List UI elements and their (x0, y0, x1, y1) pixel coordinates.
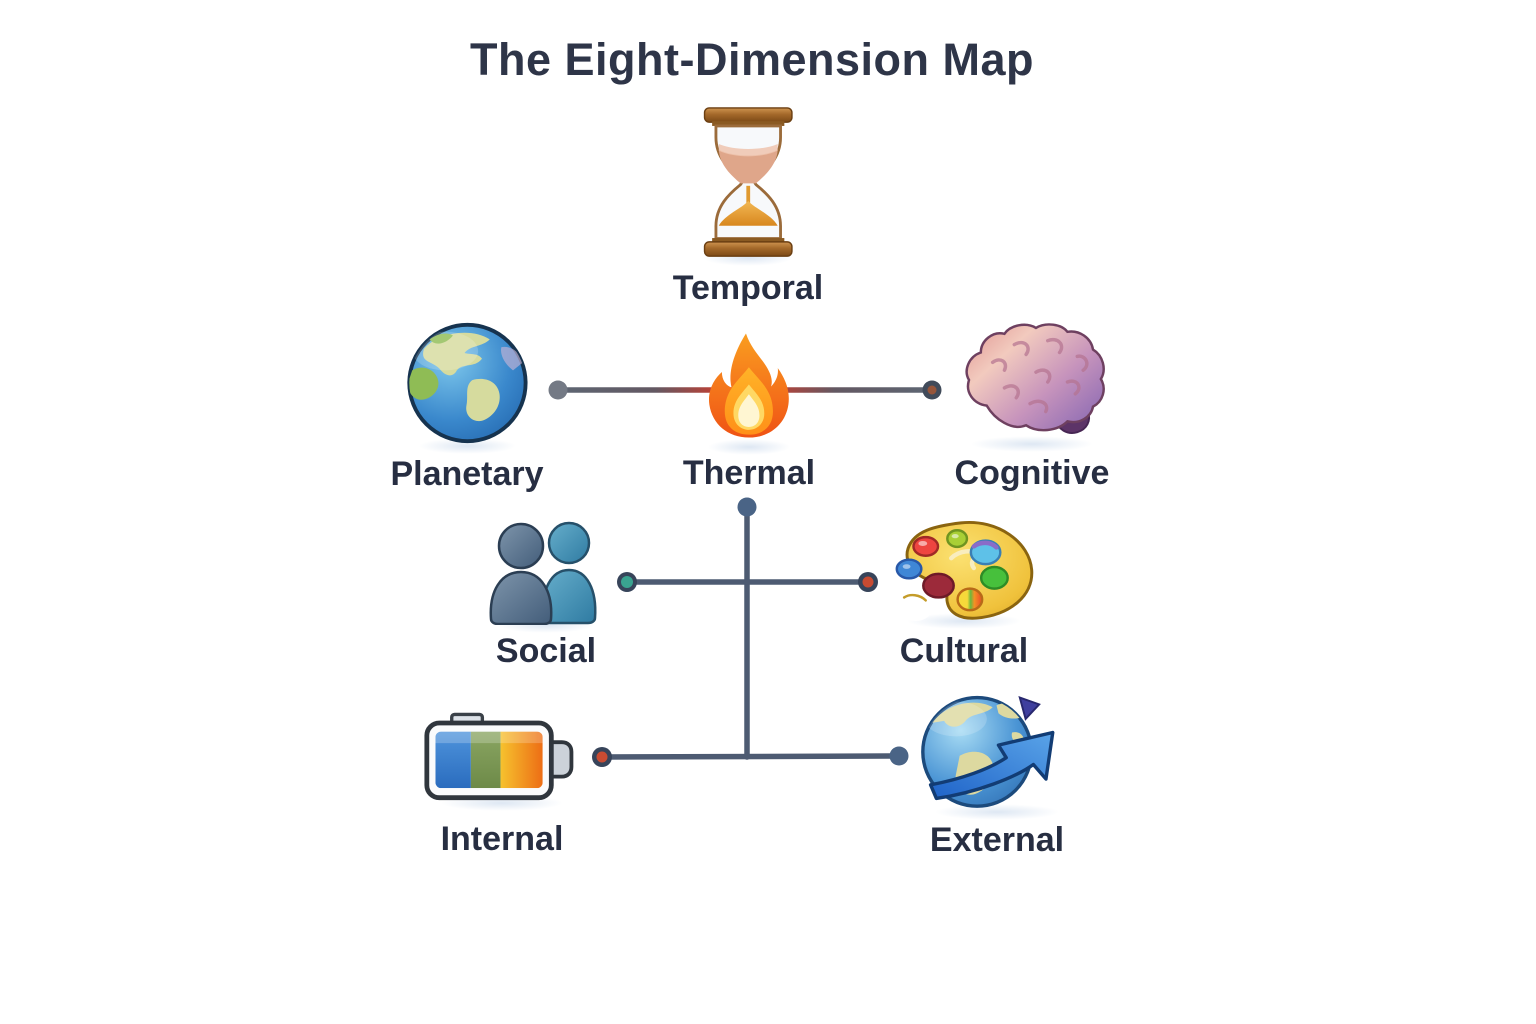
fire-icon (696, 325, 802, 447)
node-label: Cognitive (954, 454, 1110, 492)
palette-icon (890, 517, 1038, 621)
battery-icon (423, 711, 581, 803)
node-thermal: Thermal (683, 325, 815, 493)
node-label: Thermal (682, 454, 816, 492)
node-cultural: Cultural (890, 517, 1038, 671)
node-planetary: Planetary (390, 320, 544, 494)
node-label: Social (495, 632, 597, 670)
node-temporal: Temporal (672, 106, 824, 308)
globe-arrow-icon (917, 684, 1077, 812)
page-title: The Eight-Dimension Map (469, 34, 1035, 85)
hourglass-icon (690, 106, 805, 258)
node-label: Planetary (390, 455, 544, 493)
people-icon (484, 520, 608, 626)
node-label: Temporal (672, 269, 824, 307)
node-external: External (917, 684, 1077, 860)
node-label: External (929, 821, 1065, 859)
node-cognitive: Cognitive (953, 321, 1111, 493)
node-social: Social (484, 520, 608, 671)
node-internal: Internal (423, 711, 581, 859)
node-label: Cultural (899, 632, 1029, 670)
node-label: Internal (440, 820, 564, 858)
brain-icon (953, 321, 1111, 444)
globe-icon (404, 320, 530, 446)
